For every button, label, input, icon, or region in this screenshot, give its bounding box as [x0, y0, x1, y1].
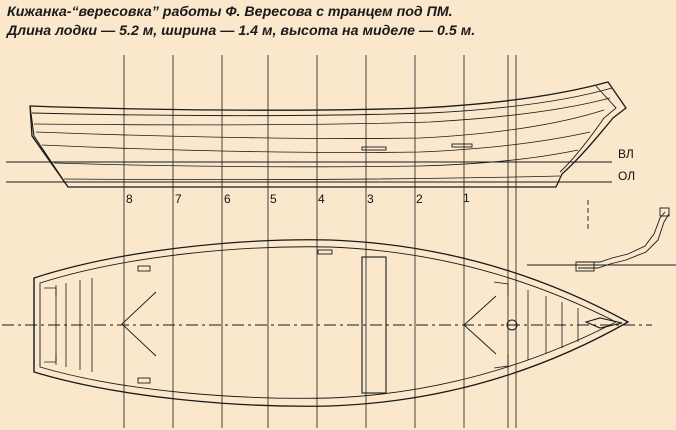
- station-number: 8: [126, 192, 133, 206]
- stem-detail-block: [575, 261, 595, 272]
- station-numbers: 8 7 6 5 4 3 2 1: [126, 191, 470, 206]
- stem-inner-line: [559, 85, 617, 173]
- keel-line: [63, 175, 561, 180]
- strake-line-1: [33, 97, 611, 126]
- caption-line-dimensions: Длина лодки — 5.2 м, ширина — 1.4 м, выс…: [7, 23, 476, 39]
- station-number: 4: [318, 192, 325, 206]
- stem-detail-cap: [659, 207, 670, 217]
- corner-knee: [493, 354, 509, 369]
- station-number: 3: [367, 192, 374, 206]
- station-number: 1: [463, 191, 470, 205]
- thwart-plan: [361, 256, 387, 394]
- stem-detail-inner: [578, 213, 670, 269]
- bow-stem-plan: [584, 317, 623, 329]
- mast-step-circle: [506, 319, 518, 331]
- station-number: 5: [270, 192, 277, 206]
- strake-line-3: [41, 131, 591, 153]
- station-number: 7: [175, 192, 182, 206]
- thwart-mark: [361, 146, 387, 151]
- strake-line-2: [35, 109, 605, 139]
- sheer-line: [31, 87, 613, 117]
- frame-chevron-aft: [121, 291, 157, 357]
- corner-knee: [44, 354, 57, 363]
- stem-detail: [527, 200, 676, 272]
- corner-knee: [493, 281, 509, 296]
- waterline-label-ol: ОЛ: [618, 169, 635, 183]
- caption-line-title: Кижанка-“вересовка” работы Ф. Вересова с…: [7, 4, 453, 20]
- frame-chevron-fwd: [463, 295, 497, 355]
- stem-detail-outline: [578, 211, 666, 263]
- station-number: 6: [224, 192, 231, 206]
- plan-view: [2, 239, 652, 407]
- thwart-mark: [451, 143, 473, 148]
- cleat-mark: [137, 265, 151, 272]
- station-lines: [123, 55, 517, 428]
- drawing-caption: Кижанка-“вересовка” работы Ф. Вересова с…: [7, 3, 667, 41]
- cleat-mark: [137, 377, 151, 384]
- hull-profile-outline: [29, 81, 627, 188]
- strake-line-4: [53, 149, 579, 168]
- waterline-label-vl: ВЛ: [618, 147, 634, 161]
- corner-knee: [44, 287, 57, 296]
- transom-profile: [29, 105, 69, 188]
- hull-plan-inner: [39, 246, 617, 399]
- profile-view: [6, 81, 627, 188]
- hull-plan-outline: [33, 239, 630, 407]
- cleat-mark: [317, 249, 333, 255]
- station-number: 2: [416, 192, 423, 206]
